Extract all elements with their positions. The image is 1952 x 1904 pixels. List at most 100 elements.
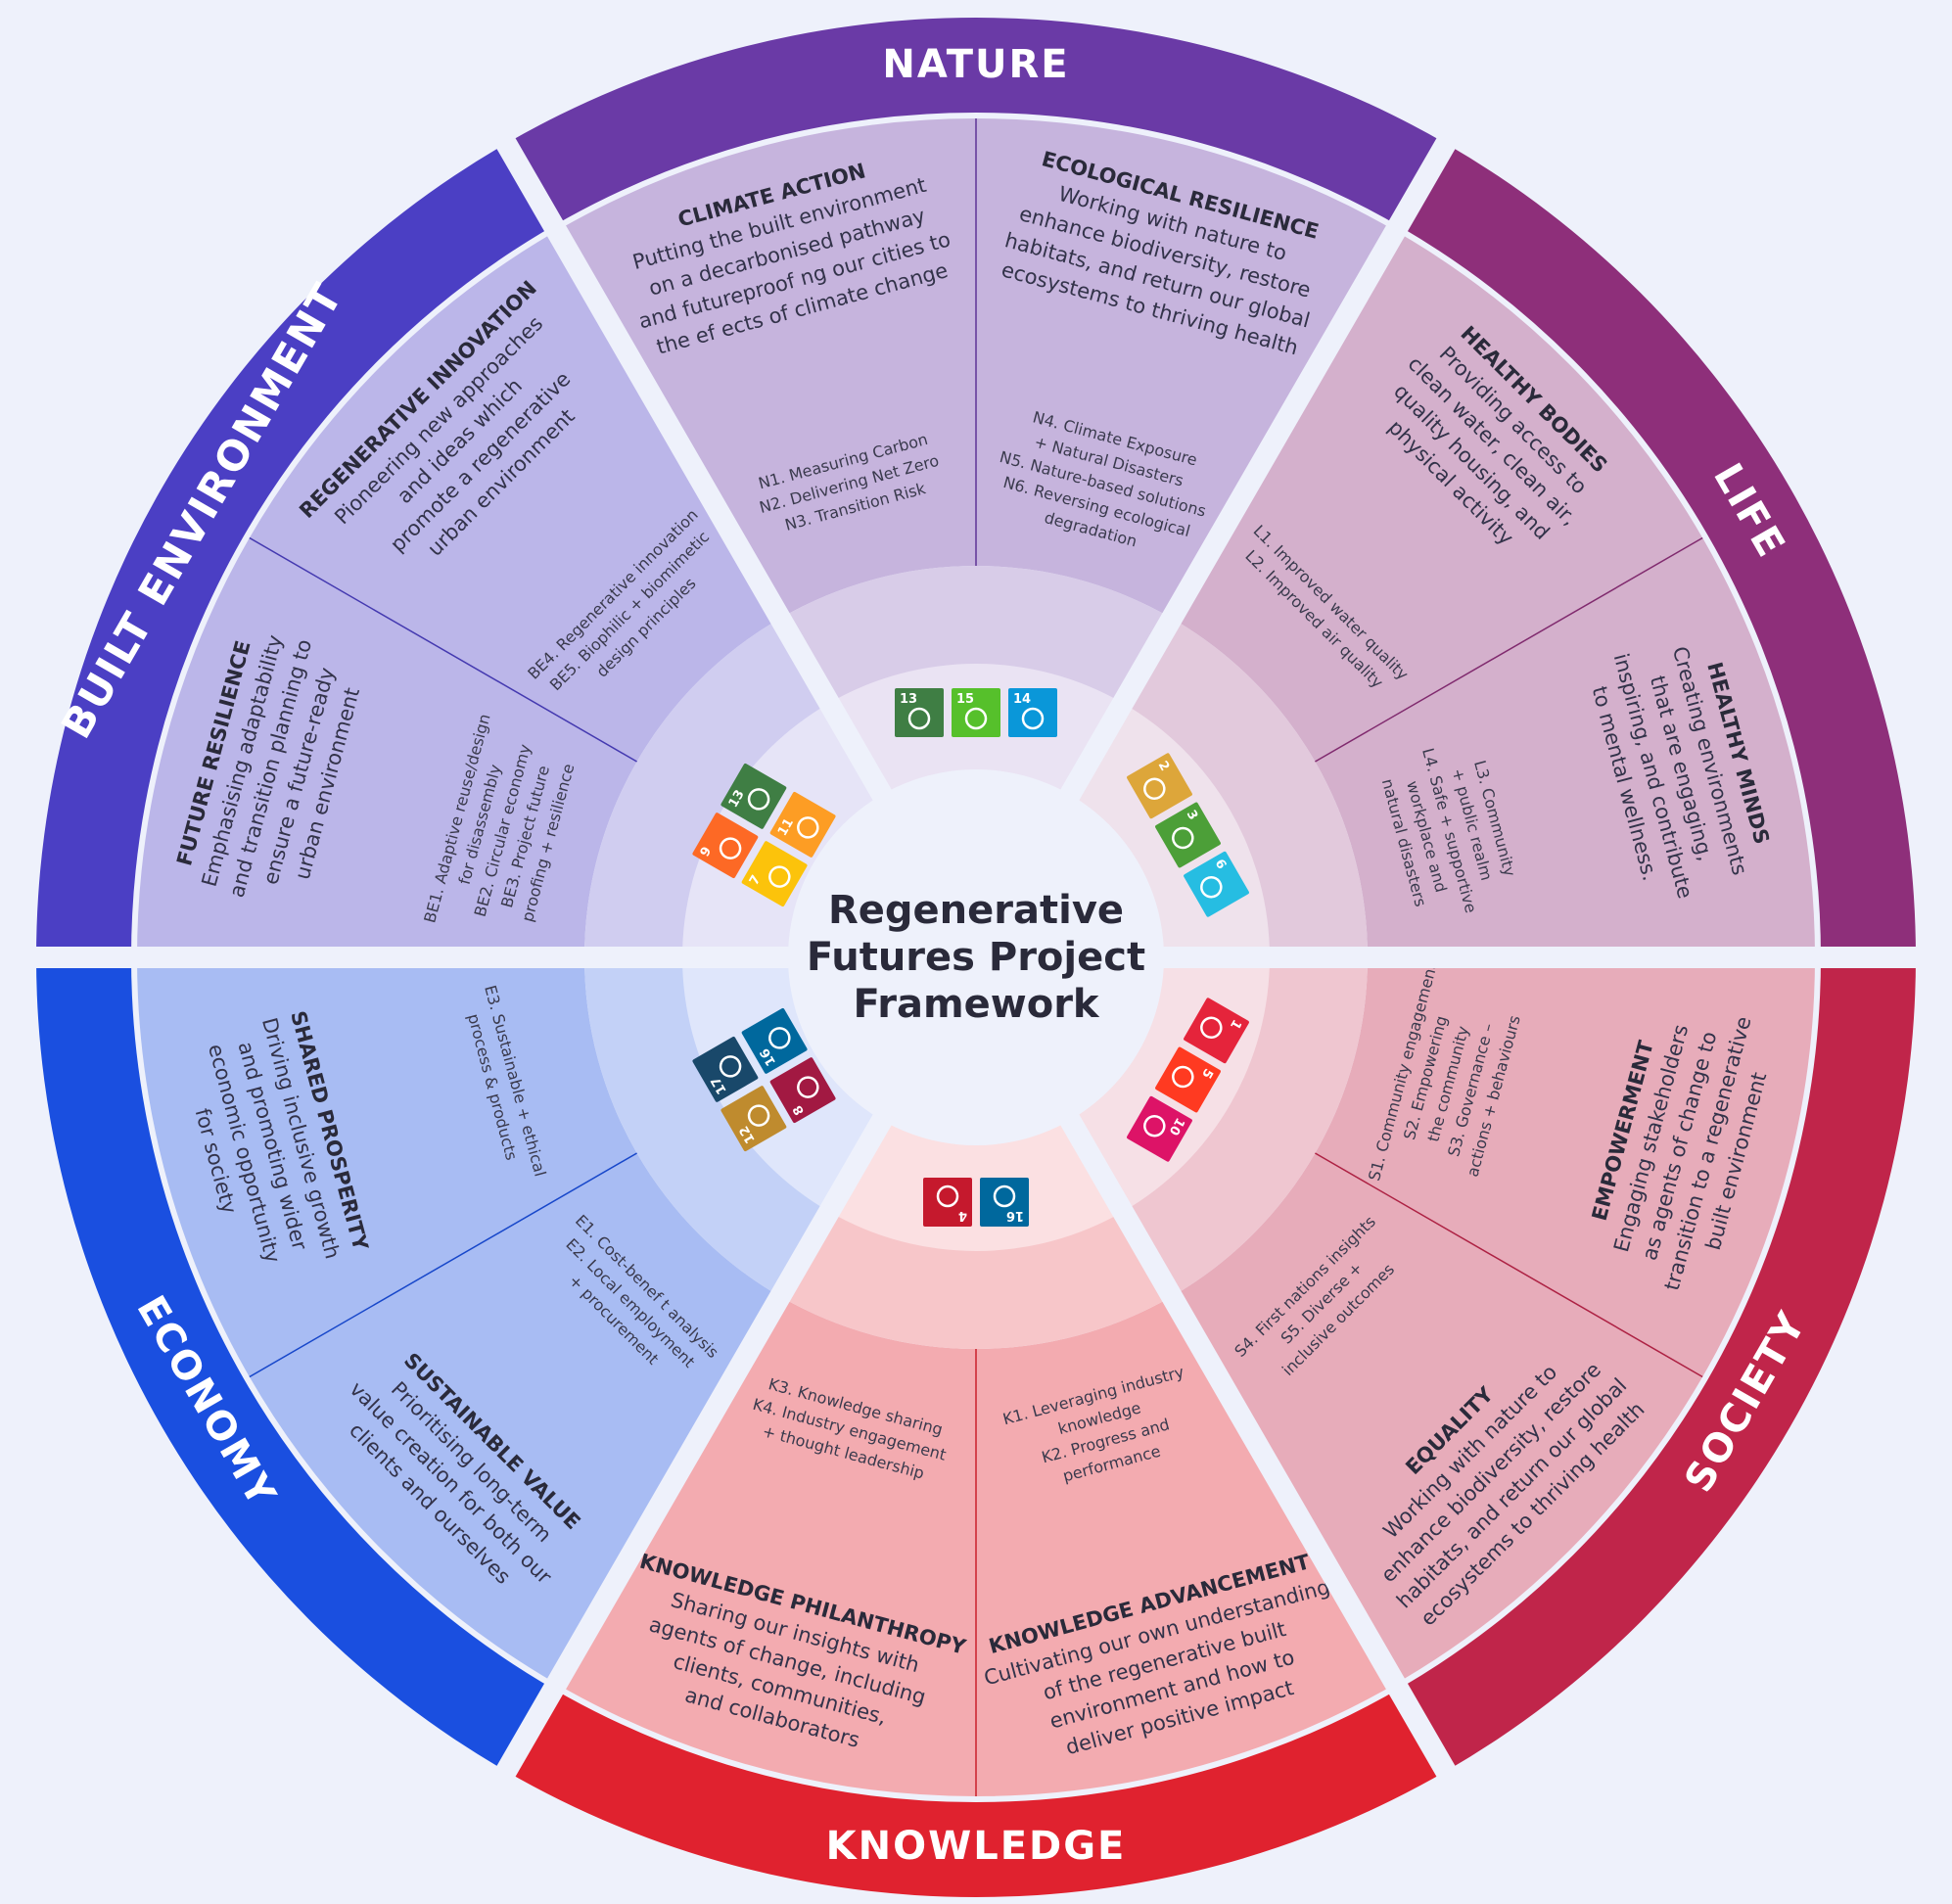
band-gap (131, 113, 1821, 1802)
sector-gap (487, 120, 893, 802)
sector-gap (1059, 1113, 1465, 1794)
theme-ring (1172, 957, 1818, 1687)
sector-label-nature: NATURE (882, 42, 1069, 87)
theme-divider (246, 1152, 637, 1379)
sdg-tile-bg (923, 1178, 972, 1227)
sdg-tile-bg (1184, 998, 1249, 1064)
center-hub (788, 769, 1164, 1145)
infinity-icon (747, 1104, 770, 1127)
sdg-tile-bg (1127, 753, 1192, 819)
sdg-tile: 10 (1127, 1095, 1192, 1162)
sdg-tile: 15 (952, 688, 1000, 737)
sdg-tile-bg (952, 688, 1000, 737)
sdg-tile-bg (1127, 1095, 1192, 1162)
water-icon (1200, 875, 1223, 899)
gender-icon (1172, 1065, 1194, 1089)
sdg-tile: 13 (895, 688, 944, 737)
sdg-tile: 6 (1184, 851, 1249, 917)
sdg-tile-bg (1155, 1046, 1221, 1113)
bowl-icon (1143, 777, 1166, 801)
sdg-tile-bg (1008, 688, 1057, 737)
fish-icon (1021, 707, 1045, 730)
sdg-group-built: 913 711 (692, 763, 836, 907)
metric-ring (1074, 957, 1368, 1297)
equality-icon (1143, 1114, 1166, 1138)
sdg-group-life: 236 (1127, 753, 1249, 917)
sdg-number: 13 (900, 692, 917, 707)
sdg-tile-bg (741, 1007, 808, 1074)
sector-band (506, 1686, 1446, 1897)
city-icon (797, 816, 819, 839)
dove-icon (768, 1027, 791, 1049)
sector-gap (487, 1113, 893, 1794)
eye-globe-icon (747, 788, 770, 811)
eye-globe-icon (907, 707, 931, 730)
sdg-tile: 8 (769, 1057, 836, 1124)
sdg-tile: 13 (720, 763, 787, 829)
sdg-tile: 16 (741, 1007, 808, 1074)
tree-icon (964, 707, 988, 730)
sdg-number: 15 (956, 692, 974, 707)
sector-life (1070, 143, 1916, 958)
theme-ring (134, 228, 780, 958)
sdg-tile: 11 (769, 791, 836, 858)
sdg-tile: 2 (1127, 753, 1192, 819)
sdg-tile-bg (769, 791, 836, 858)
dove-icon (993, 1184, 1016, 1208)
sdg-tile: 1 (1184, 998, 1249, 1064)
theme-ring (1172, 228, 1818, 958)
sdg-number: 4 (958, 1208, 967, 1223)
book-icon (936, 1184, 959, 1208)
heartbeat-icon (1172, 826, 1194, 850)
sector-band (1397, 957, 1916, 1772)
sdg-tile-bg (741, 841, 808, 907)
sdg-tile-bg (692, 813, 759, 879)
sdg-number: 16 (1006, 1208, 1024, 1223)
sdg-tile: 14 (1008, 688, 1057, 737)
sdg-tile-bg (769, 1057, 836, 1124)
sdg-tile: 7 (741, 841, 808, 907)
sdg-tile-bg (1155, 802, 1221, 868)
sdg-tile-bg (1184, 851, 1249, 917)
sector-label-knowledge: KNOWLEDGE (826, 1824, 1127, 1869)
theme-divider (246, 535, 637, 763)
center-title: Regenerative Futures Project Framework (790, 879, 1162, 1036)
sun-icon (768, 865, 791, 888)
people-icon (1200, 1016, 1223, 1040)
sdg-group-knowledge: 16 4 (923, 1178, 1029, 1227)
sector-band (1397, 143, 1916, 958)
sdg-tile: 12 (720, 1086, 787, 1152)
sdg-tile: 3 (1155, 802, 1221, 868)
sector-gap (1059, 120, 1465, 802)
sdg-tile-bg (720, 763, 787, 829)
center-title-line: Regenerative (827, 888, 1125, 933)
sdg-tile-bg (692, 1036, 759, 1102)
cube-icon (719, 837, 742, 859)
metric-ring (1074, 618, 1368, 957)
sdg-zone (829, 1120, 1123, 1251)
sector-band (506, 17, 1446, 229)
sdg-tile: 5 (1155, 1046, 1221, 1113)
center-title-line: Framework (853, 982, 1099, 1027)
flower-icon (719, 1055, 742, 1078)
sdg-tile: 16 (980, 1178, 1029, 1227)
sdg-tile-bg (720, 1086, 787, 1152)
sdg-tile: 17 (692, 1036, 759, 1102)
theme-divider (1315, 535, 1706, 763)
center-title-line: Futures Project (806, 935, 1146, 980)
theme-divider (1315, 1152, 1706, 1379)
sdg-tile: 4 (923, 1178, 972, 1227)
theme-ring (134, 957, 780, 1687)
chart-icon (797, 1076, 819, 1098)
sector-band (36, 143, 555, 958)
sdg-tile: 9 (692, 813, 759, 879)
sdg-tile-bg (895, 688, 944, 737)
sector-band (36, 957, 555, 1772)
sdg-tile-bg (980, 1178, 1029, 1227)
sdg-number: 14 (1013, 692, 1031, 707)
